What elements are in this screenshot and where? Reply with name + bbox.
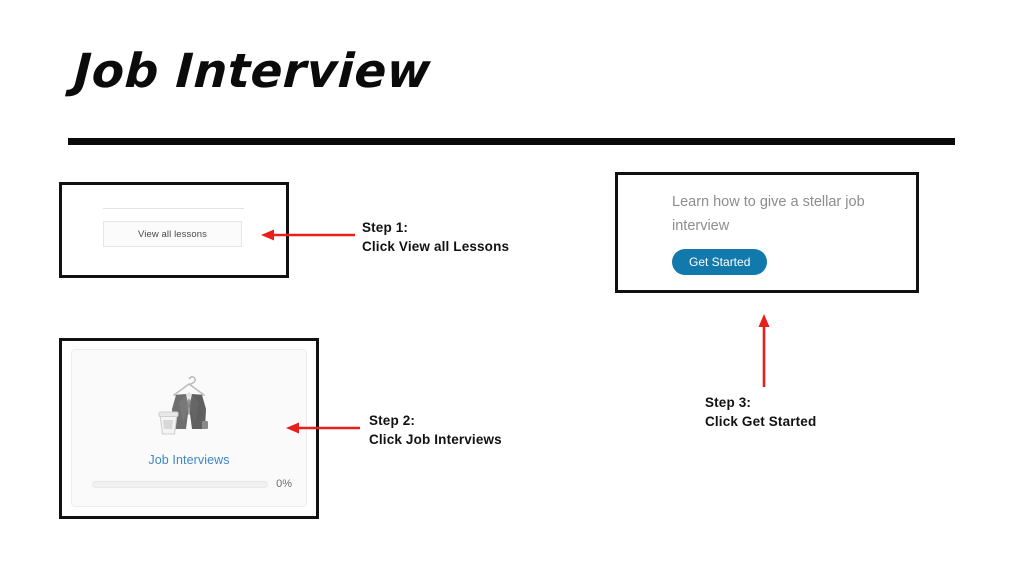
step-2-caption-line2: Click Job Interviews [369,432,502,448]
course-progress-row: 0% [92,478,292,490]
step-1-caption-line1: Step 1: [362,220,409,235]
screenshot-panel-view-all-lessons: View all lessons [59,182,289,278]
title-divider-rule [68,138,955,145]
page-title: Job Interview [72,44,433,99]
step-2-arrow-left-icon [286,422,360,434]
lessons-top-divider [103,208,244,209]
step-1-arrow-left-icon [261,229,355,241]
step-1-caption: Step 1: Click View all Lessons [362,218,509,256]
course-card[interactable]: Job Interviews 0% [71,349,307,507]
screenshot-panel-get-started-hero: Learn how to give a stellar job intervie… [615,172,919,293]
progress-bar [92,480,269,488]
view-all-lessons-button[interactable]: View all lessons [103,221,242,247]
step-3-caption: Step 3: Click Get Started [705,393,816,431]
step-1-caption-line2: Click View all Lessons [362,239,510,255]
step-2-caption-line1: Step 2: [369,413,416,428]
screenshot-panel-job-interviews-card: Job Interviews 0% [59,338,319,519]
suit-on-hanger-icon [72,372,306,440]
step-2-caption: Step 2: Click Job Interviews [369,411,502,449]
hero-headline: Learn how to give a stellar job intervie… [672,194,865,234]
step-3-caption-line1: Step 3: [705,395,752,410]
course-title-link[interactable]: Job Interviews [148,453,230,467]
get-started-button[interactable]: Get Started [672,249,768,275]
progress-percent-label: 0% [276,478,292,490]
step-3-arrow-up-icon [758,314,770,387]
step-3-caption-line2: Click Get Started [705,414,817,430]
